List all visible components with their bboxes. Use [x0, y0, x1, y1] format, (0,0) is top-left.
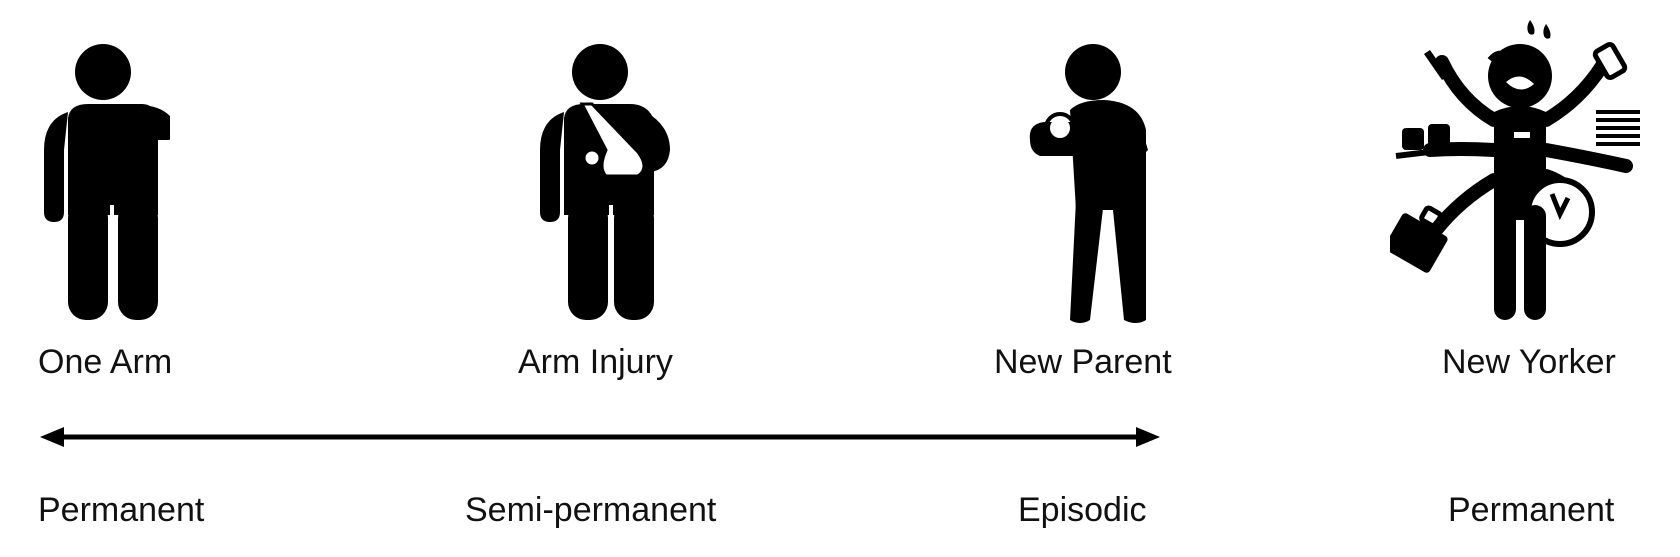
duration-label-permanent: Permanent	[38, 491, 205, 529]
duration-label-semi-permanent: Semi-permanent	[465, 491, 717, 529]
duration-label-episodic: Episodic	[1018, 491, 1147, 529]
parent-holding-baby-icon	[1029, 44, 1148, 323]
persona-label-new-parent: New Parent	[994, 343, 1172, 381]
arm-sling-person-icon	[540, 44, 670, 320]
persona-label-one-arm: One Arm	[38, 343, 173, 381]
persona-label-new-yorker: New Yorker	[1442, 343, 1616, 381]
multitasking-person-icon	[1390, 20, 1640, 320]
one-arm-person-icon	[44, 44, 170, 320]
duration-label-permanent-2: Permanent	[1448, 491, 1615, 529]
persona-label-arm-injury: Arm Injury	[518, 343, 673, 381]
